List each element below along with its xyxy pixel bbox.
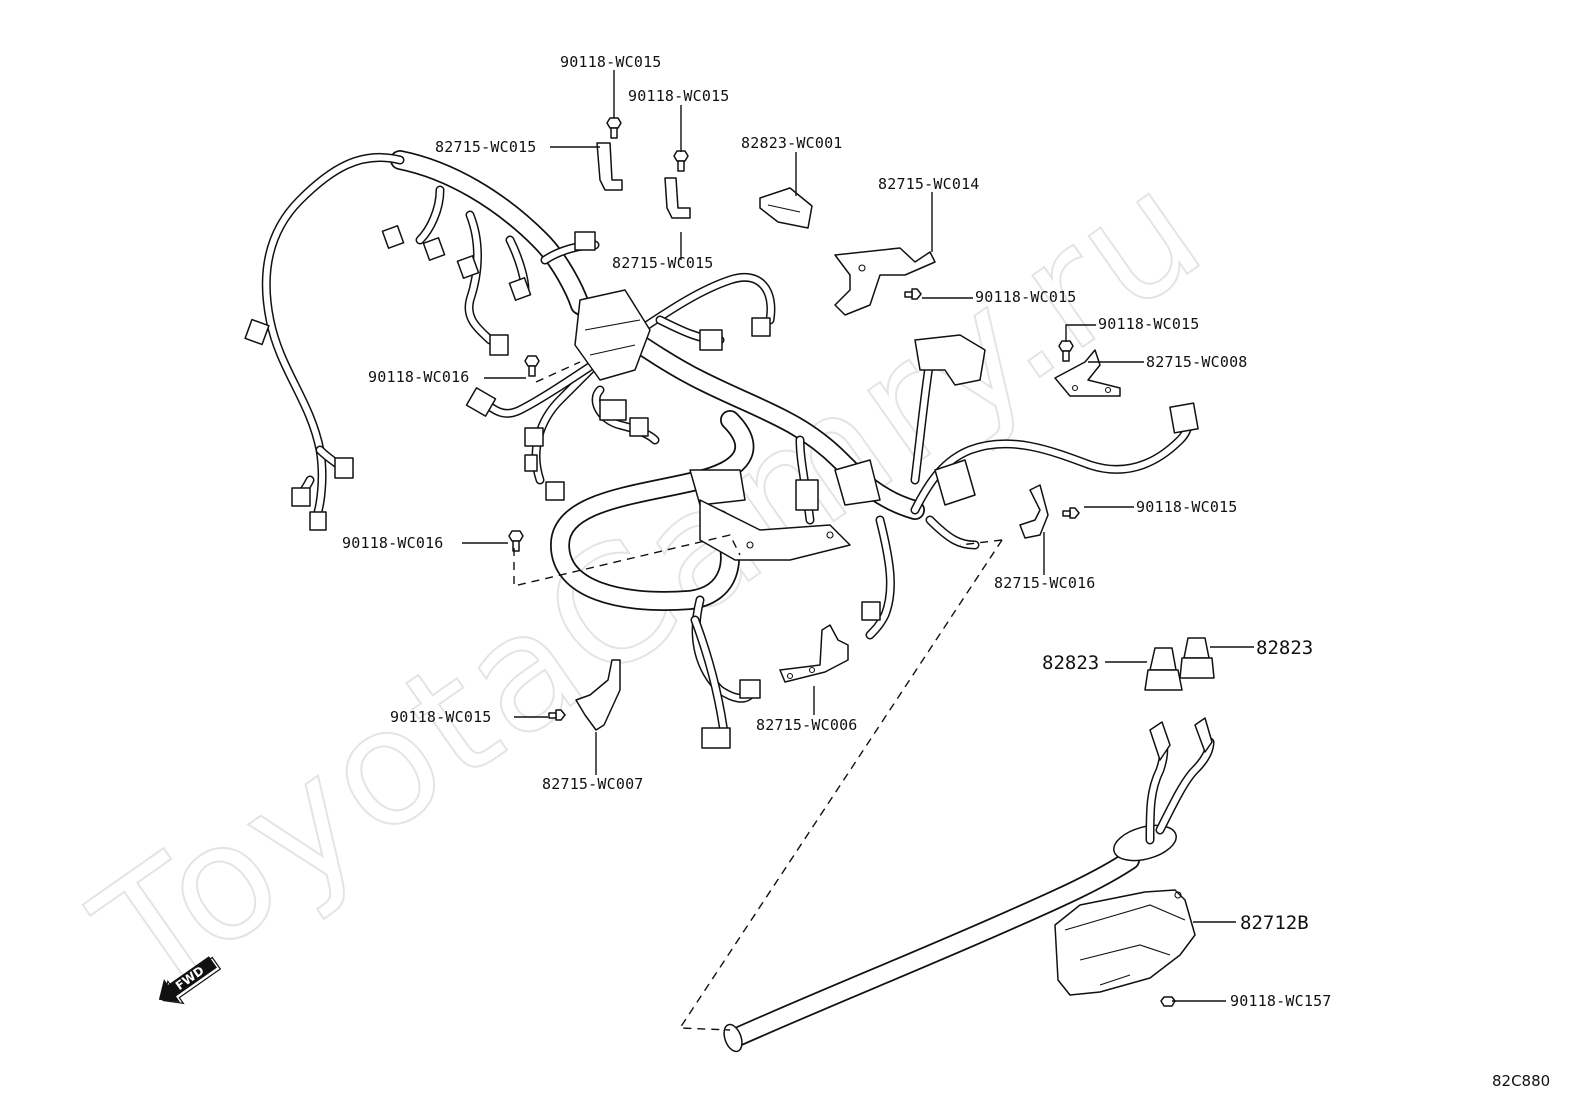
bracket-82715-wc015-b [664,177,691,219]
part-label[interactable]: 90118-WC016 [342,534,444,552]
brackets [575,142,1121,731]
part-label[interactable]: 82715-WC014 [878,175,980,193]
part-label[interactable]: 82715-WC015 [612,254,714,272]
bracket-82715-wc008 [1054,349,1121,397]
part-label[interactable]: 82715-WC007 [542,775,644,793]
part-label[interactable]: 82823-WC001 [741,134,843,152]
part-label[interactable]: 90118-WC015 [628,87,730,105]
cover-82712b [1054,889,1196,996]
bracket-82715-wc015-a [596,142,623,191]
clip-82823-left [1144,647,1183,691]
bracket-82715-wc014 [834,247,936,316]
clip-82823-right [1179,637,1215,679]
bracket-82715-wc016 [1019,484,1049,539]
part-label[interactable]: 82823 [1042,652,1099,674]
leader-lines [462,70,1254,1002]
part-label[interactable]: 82823 [1256,637,1313,659]
bolt-icon [904,288,922,300]
reference-lines [513,361,1003,1031]
part-label[interactable]: 90118-WC016 [368,368,470,386]
bolt-icon [1058,340,1074,362]
part-label[interactable]: 82715-WC008 [1146,353,1248,371]
part-label[interactable]: 90118-WC015 [1098,315,1200,333]
part-label[interactable]: 90118-WC015 [975,288,1077,306]
engine-wire-harness [244,150,1199,749]
bolt-icon [1062,507,1080,519]
bolt-icon [606,117,622,139]
bolts [508,117,1176,1007]
bolt-icon [524,355,540,377]
part-label[interactable]: 82715-WC016 [994,574,1096,592]
part-label[interactable]: 82712B [1240,912,1309,934]
part-label[interactable]: 90118-WC015 [390,708,492,726]
part-label[interactable]: 82715-WC015 [435,138,537,156]
part-label[interactable]: 90118-WC015 [560,53,662,71]
part-label[interactable]: 90118-WC015 [1136,498,1238,516]
bracket-82715-wc006 [779,624,849,683]
bolt-icon [508,530,524,552]
engine-room-harness-lower [723,717,1215,1053]
bracket-82715-wc007 [575,659,621,731]
diagram-code: 82C880 [1492,1072,1550,1090]
bolt-icon [673,150,689,172]
part-label[interactable]: 90118-WC157 [1230,992,1332,1010]
cover-82823-wc001 [759,187,813,229]
part-label[interactable]: 82715-WC006 [756,716,858,734]
part-labels: 90118-WC015 90118-WC015 82715-WC015 8282… [342,53,1332,1010]
bolt-icon [548,709,566,721]
